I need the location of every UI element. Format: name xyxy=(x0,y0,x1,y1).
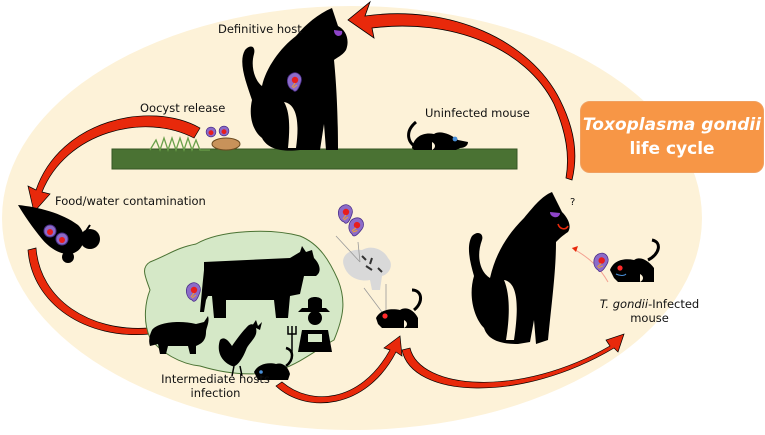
grass-icon xyxy=(149,135,210,153)
tgondii-infected-mouse-icon xyxy=(610,238,660,282)
label-infected-mouse: T. gondii-Infected mouse xyxy=(592,297,707,325)
feces-icon xyxy=(211,137,241,151)
label-infected-suffix: -Infected xyxy=(648,297,700,311)
uninfected-mouse-icon xyxy=(407,120,468,150)
oocyst-icon xyxy=(205,126,217,138)
title-box: Toxoplasma gondii life cycle xyxy=(580,101,764,173)
cornucopia-icon xyxy=(18,205,100,263)
arrow-to-food-contamination xyxy=(27,115,201,213)
label-oocyst-release: Oocyst release xyxy=(140,101,226,115)
label-food-water-contamination: Food/water contamination xyxy=(55,194,206,208)
arrow-to-definitive-host xyxy=(347,0,576,181)
title-subtitle: life cycle xyxy=(629,139,715,159)
arrow-to-mouse-brain xyxy=(275,335,403,404)
farm-mouse-icon xyxy=(254,346,294,380)
label-species-italic: T. gondii xyxy=(599,297,649,311)
rooster-icon xyxy=(218,320,262,377)
label-question-mark: ? xyxy=(570,197,576,208)
ingestion-arrowhead xyxy=(572,246,578,252)
cow-icon xyxy=(200,246,320,318)
title-species: Toxoplasma gondii xyxy=(582,115,762,135)
predator-cat-icon xyxy=(468,192,570,344)
label-intermediate-hosts-line1: Intermediate hosts xyxy=(161,372,270,386)
brain-infected-mouse-icon xyxy=(376,288,422,328)
arrow-to-infected-mouse xyxy=(401,333,625,389)
ground-bar xyxy=(111,148,518,170)
definitive-host-cat-icon xyxy=(242,8,348,151)
label-definitive-host: Definitive host xyxy=(218,22,302,36)
brain-icon xyxy=(343,247,391,290)
farmer-icon xyxy=(287,297,332,354)
label-intermediate-hosts: Intermediate hosts infection xyxy=(148,372,283,400)
label-infected-mouse-line2: mouse xyxy=(630,311,669,325)
label-uninfected-mouse: Uninfected mouse xyxy=(425,106,530,120)
pig-icon xyxy=(149,316,209,354)
background-ellipse xyxy=(2,6,702,430)
oocyst-icon xyxy=(218,125,230,137)
connector-lines xyxy=(335,235,387,313)
label-intermediate-hosts-line2: infection xyxy=(190,386,241,400)
